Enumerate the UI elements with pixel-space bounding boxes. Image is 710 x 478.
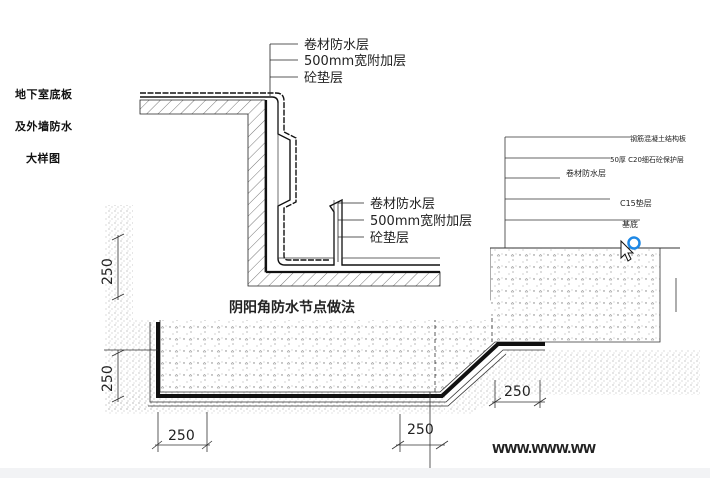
inset-upper-label-cushion: 砼垫层 xyxy=(304,70,343,86)
dim-right-step: 250 xyxy=(504,384,531,400)
label-cushion: C15垫层 xyxy=(620,198,652,208)
drawing-title-line-2: 及外墙防水 xyxy=(15,120,73,133)
inset-upper-label-membrane: 卷材防水层 xyxy=(304,37,369,53)
watermark-text: WWW.WWW.WW xyxy=(492,442,596,456)
soil-right xyxy=(445,350,700,414)
inset-wall-outline xyxy=(277,103,335,259)
drawing-title-line-1: 地下室底板 xyxy=(15,88,73,101)
drawing-title-line-3: 大样图 xyxy=(26,152,61,165)
label-subgrade: 基底 xyxy=(622,219,638,229)
dim-bottom-mid: 250 xyxy=(407,422,434,438)
cushion-layer-line xyxy=(148,353,507,407)
inset-lower-label-cushion: 砼垫层 xyxy=(370,230,409,246)
inset-lower-label-membrane: 卷材防水层 xyxy=(370,196,435,212)
label-structural-slab: 钢筋混凝土结构板 xyxy=(630,134,686,143)
arrow-cursor-icon xyxy=(620,239,635,262)
inset-caption: 阴阳角防水节点做法 xyxy=(229,299,355,316)
inset-upper-label-reinforce: 500mm宽附加层 xyxy=(304,53,406,69)
protection-layer-line xyxy=(149,322,545,403)
inset-membrane-dashed xyxy=(140,92,330,261)
dim-left-upper: 250 xyxy=(100,258,116,285)
circle-cursor-icon xyxy=(627,236,641,250)
dim-left-lower: 250 xyxy=(100,365,116,392)
label-protection-layer: 50厚 C20细石砼保护层 xyxy=(610,155,684,164)
waterproof-membrane xyxy=(156,322,545,398)
bottom-bar xyxy=(0,468,710,478)
inset-lower-label-reinforce: 500mm宽附加层 xyxy=(370,213,472,229)
dim-bottom-left: 250 xyxy=(168,428,195,444)
label-membrane: 卷材防水层 xyxy=(566,168,606,178)
